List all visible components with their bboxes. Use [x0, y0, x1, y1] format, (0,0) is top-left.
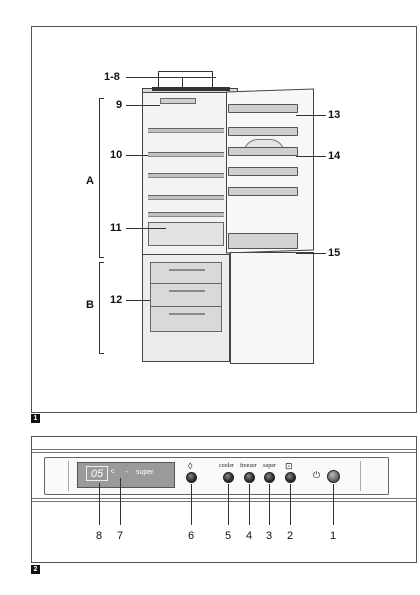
leader-line [228, 484, 229, 525]
divider-line [32, 498, 416, 499]
callout-10: 10 [110, 149, 123, 161]
glass-shelf [148, 128, 224, 133]
thermometer-icon: ◊ [188, 461, 193, 471]
leader-line [333, 484, 334, 525]
leader-line [269, 484, 270, 525]
freezer-door [230, 252, 314, 364]
freezer-drawer [150, 306, 222, 332]
display-temperature: 05 [86, 466, 108, 481]
leader-line [126, 155, 148, 156]
cooler-label: cooler [219, 463, 234, 469]
glass-shelf [148, 195, 224, 200]
callout-4: 4 [246, 530, 253, 542]
callout-2: 2 [287, 530, 294, 542]
callout-13: 13 [328, 109, 341, 121]
leader-line [126, 300, 150, 301]
arrow-right-icon: → [123, 468, 130, 475]
bottle-shelf [228, 233, 298, 249]
freezer-label: freezer [240, 463, 257, 469]
panel-separator [68, 461, 69, 491]
temperature-button[interactable] [186, 472, 197, 483]
leader-line [99, 483, 100, 525]
leader-line [120, 478, 121, 525]
power-icon: ⏻ [313, 470, 321, 480]
callout-15: 15 [328, 247, 341, 259]
leader-line [126, 77, 216, 78]
alarm-icon: ⊡ [285, 461, 293, 471]
callout-11: 11 [110, 222, 122, 234]
leader-line [182, 77, 183, 87]
door-shelf [228, 167, 298, 176]
glass-shelf [148, 152, 224, 157]
display-unit: c [111, 468, 115, 475]
panel-separator [360, 461, 361, 491]
callout-14: 14 [328, 150, 341, 162]
cooler-button[interactable] [223, 472, 234, 483]
leader-line [290, 484, 291, 525]
vegetable-container [148, 222, 224, 246]
callout-1: 1 [330, 530, 337, 542]
figure-1-number: 1 [31, 414, 40, 423]
glass-shelf [148, 212, 224, 217]
leader-line [126, 228, 166, 229]
door-shelf [228, 104, 298, 113]
callout-9: 9 [116, 99, 123, 111]
leader-line [126, 105, 160, 106]
leader-line [296, 156, 326, 157]
callout-12: 12 [110, 294, 123, 306]
zone-b-bracket [99, 262, 104, 354]
power-button[interactable] [327, 470, 340, 483]
divider-line [32, 501, 416, 502]
interior-light [160, 98, 196, 104]
leader-line [212, 71, 213, 87]
super-button[interactable] [264, 472, 275, 483]
leader-line [249, 484, 250, 525]
callout-6: 6 [188, 530, 195, 542]
leader-line [296, 253, 326, 254]
callout-3: 3 [266, 530, 273, 542]
callout-5: 5 [225, 530, 232, 542]
leader-line [191, 484, 192, 525]
divider-line [32, 452, 416, 453]
super-label: super [263, 463, 276, 469]
callout-7: 7 [117, 530, 124, 542]
leader-line [158, 71, 159, 87]
freezer-button[interactable] [244, 472, 255, 483]
callout-8: 8 [96, 530, 103, 542]
door-shelf [228, 147, 298, 156]
leader-line [158, 71, 212, 72]
zone-b-label: B [86, 299, 94, 311]
figure-2-frame [31, 436, 417, 563]
glass-shelf [148, 173, 224, 178]
zone-a-bracket [99, 98, 104, 258]
control-panel-strip [152, 87, 230, 91]
door-shelf [228, 127, 298, 136]
alarm-off-button[interactable] [285, 472, 296, 483]
divider-line [32, 449, 416, 450]
figure-2-number: 2 [31, 565, 40, 574]
zone-a-label: A [86, 175, 94, 187]
leader-line [296, 115, 326, 116]
callout-1-8: 1-8 [104, 71, 120, 83]
door-shelf [228, 187, 298, 196]
display-super-indicator: super [136, 469, 154, 476]
